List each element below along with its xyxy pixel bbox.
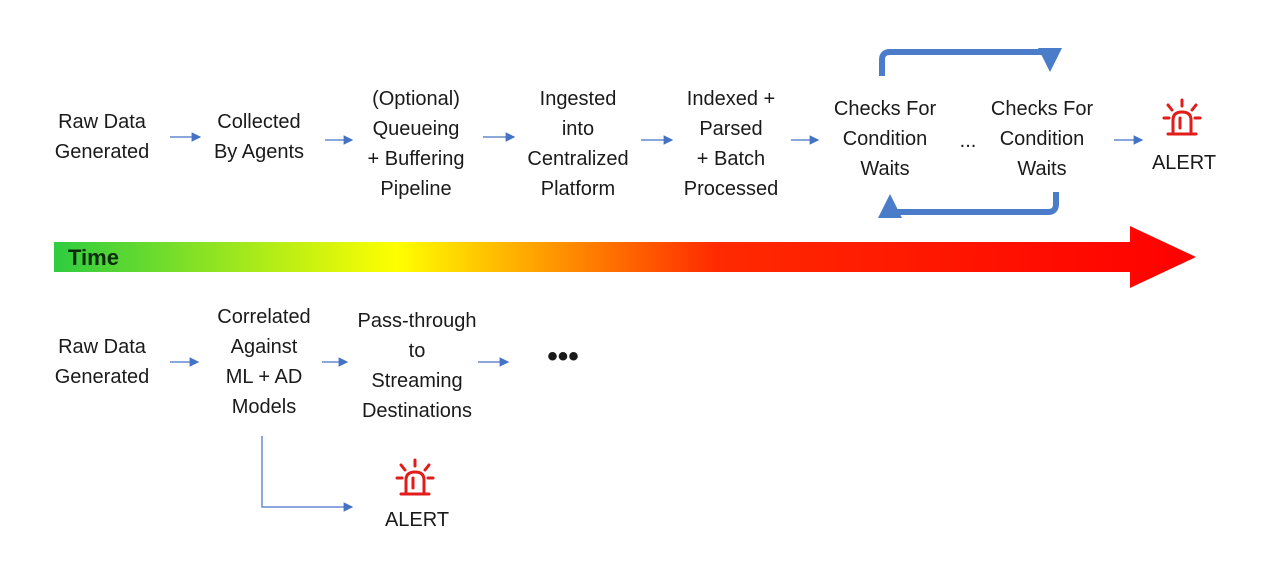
loop-arrow-bottom [878,192,1059,218]
time-arrow [54,226,1196,288]
step-correlated: Correlated Against ML + AD Models [217,306,311,418]
step-indexed: Indexed + Parsed + Batch Processed [683,88,779,200]
step-raw-data-bottom: Raw Data Generated [54,336,150,388]
step-queueing: (Optional) Queueing + Buffering Pipeline [367,88,465,200]
bottom-ellipsis: ••• [547,340,579,373]
siren-icon [395,458,435,496]
alert-label-top: ALERT [1151,152,1217,174]
arrow-bottom-alert [261,436,354,512]
time-label: Time [68,245,119,270]
top-ellipsis: ... [959,130,977,152]
alert-label-bottom: ALERT [384,509,450,531]
step-pass-through: Pass-through to Streaming Destinations [357,310,477,422]
step-raw-data-top: Raw Data Generated [54,111,150,163]
step-checks-2: Checks For Condition Waits [990,98,1094,180]
step-checks-1: Checks For Condition Waits [833,98,937,180]
step-ingested: Ingested into Centralized Platform [527,88,629,200]
siren-icon [1162,98,1202,136]
step-collected: Collected By Agents [213,111,305,163]
loop-arrow-top [879,48,1062,76]
